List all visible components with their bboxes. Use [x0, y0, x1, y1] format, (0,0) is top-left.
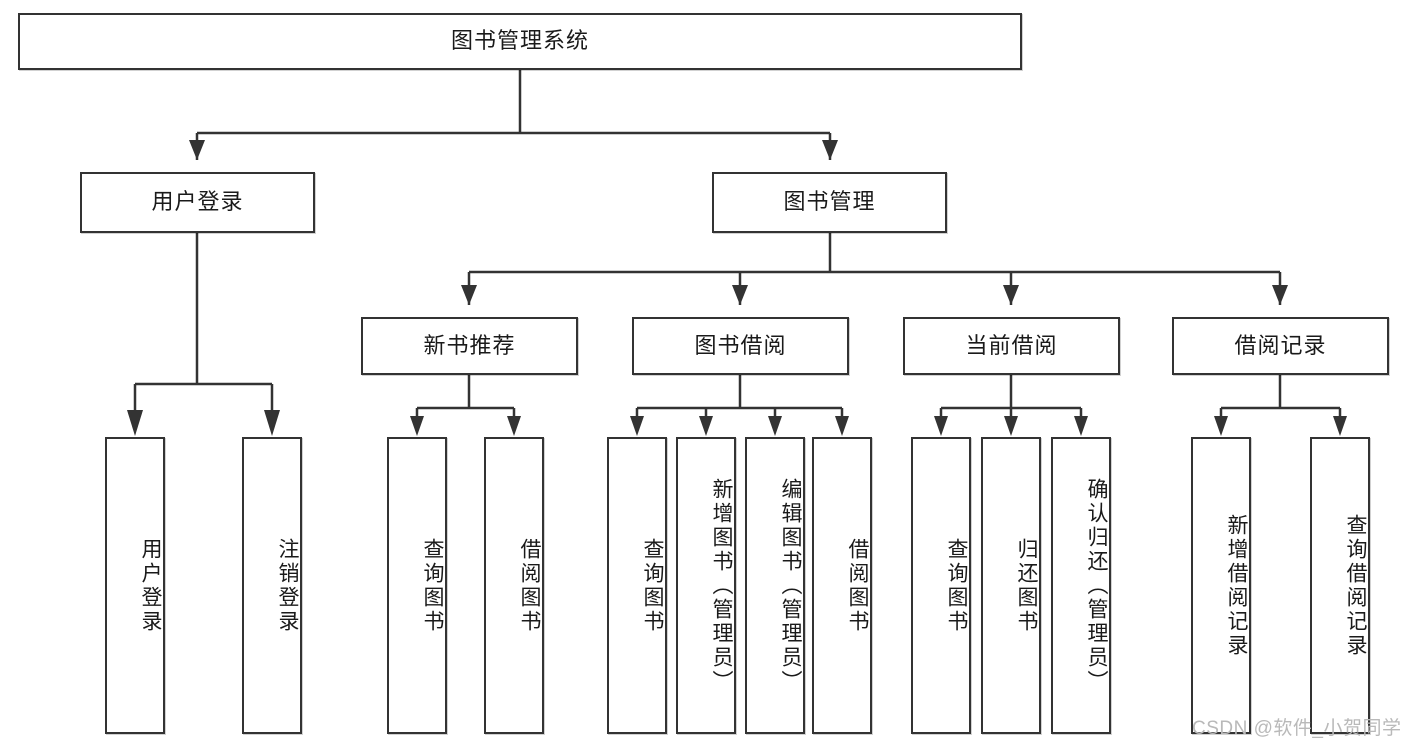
leaf-borrow-add-book-admin[interactable]: 新增图书（管理员）	[676, 437, 736, 734]
csdn-watermark: CSDN @软件_小贺同学	[1192, 718, 1402, 739]
leaf-borrow-edit-book-admin[interactable]: 编辑图书（管理员）	[745, 437, 805, 734]
leaf-borrow-borrow-book[interactable]: 借阅图书	[812, 437, 872, 734]
node-book-borrow[interactable]: 图书借阅	[632, 317, 849, 375]
node-book-management[interactable]: 图书管理	[712, 172, 947, 233]
node-root-system[interactable]: 图书管理系统	[18, 13, 1022, 70]
leaf-current-confirm-return-admin[interactable]: 确认归还（管理员）	[1051, 437, 1111, 734]
leaf-recommend-query-book[interactable]: 查询图书	[387, 437, 447, 734]
leaf-record-query-record[interactable]: 查询借阅记录	[1310, 437, 1370, 734]
node-user-login[interactable]: 用户登录	[80, 172, 315, 233]
leaf-borrow-query-book[interactable]: 查询图书	[607, 437, 667, 734]
node-new-book-recommend[interactable]: 新书推荐	[361, 317, 578, 375]
leaf-user-login-logout[interactable]: 注销登录	[242, 437, 302, 734]
leaf-current-query-book[interactable]: 查询图书	[911, 437, 971, 734]
node-borrow-record[interactable]: 借阅记录	[1172, 317, 1389, 375]
leaf-current-return-book[interactable]: 归还图书	[981, 437, 1041, 734]
leaf-record-add-record[interactable]: 新增借阅记录	[1191, 437, 1251, 734]
leaf-recommend-borrow-book[interactable]: 借阅图书	[484, 437, 544, 734]
leaf-user-login-login[interactable]: 用户登录	[105, 437, 165, 734]
node-current-borrow[interactable]: 当前借阅	[903, 317, 1120, 375]
